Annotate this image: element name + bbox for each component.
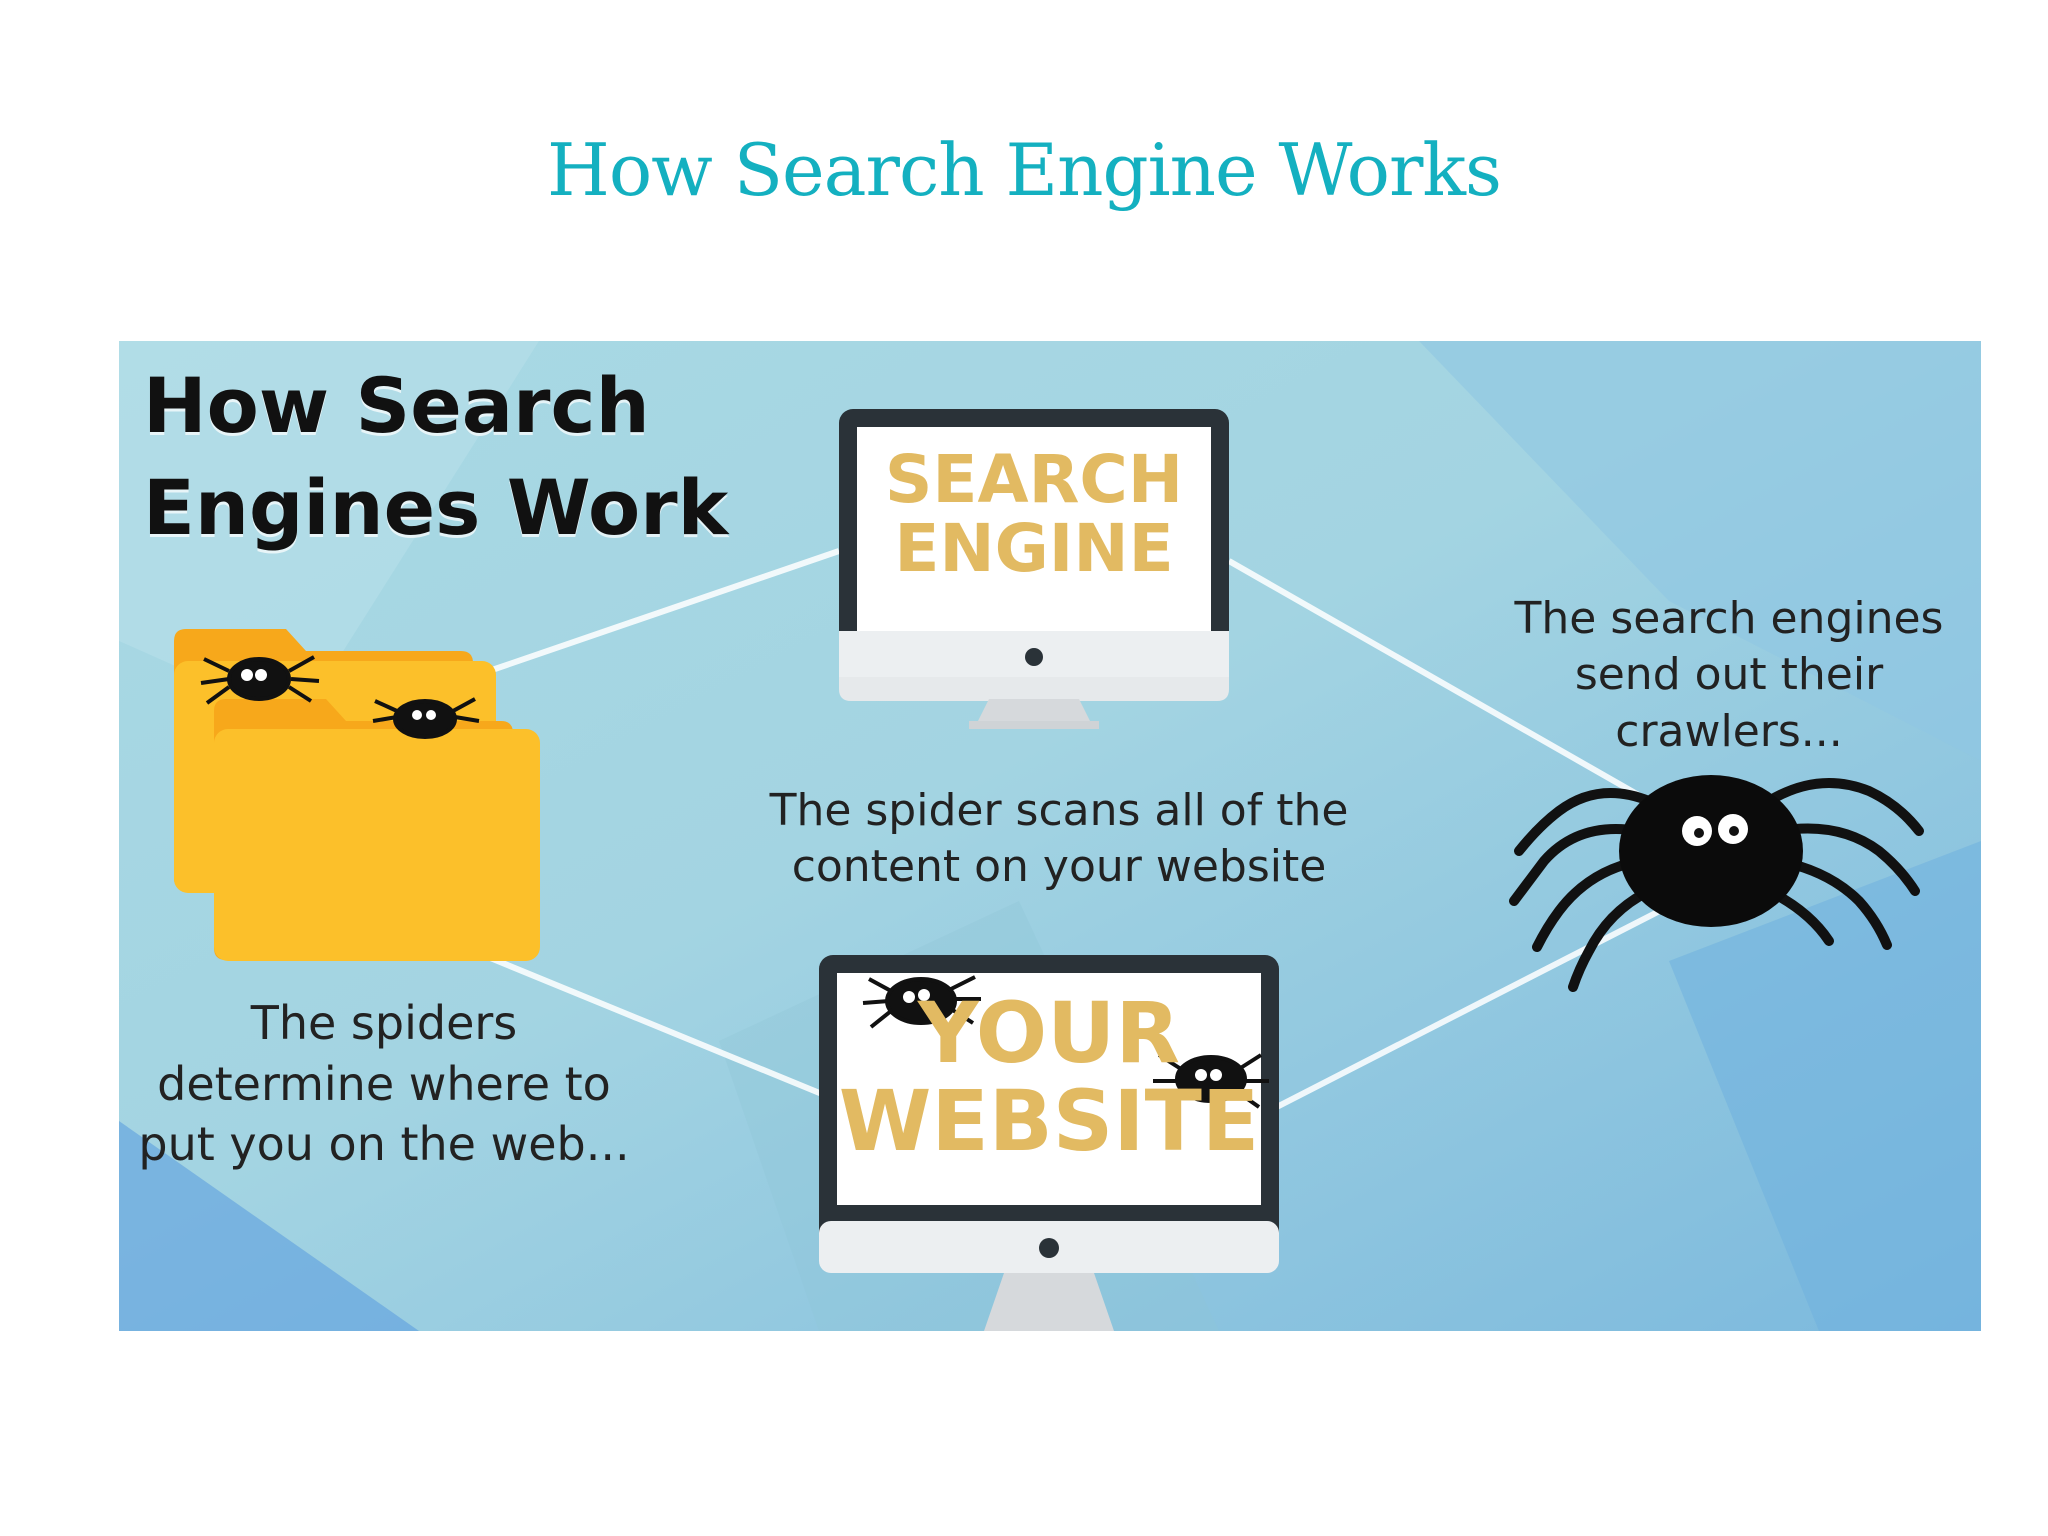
caption-line: send out their	[1479, 647, 1979, 703]
caption-line: determine where to	[129, 1054, 639, 1115]
website-line: YOUR	[837, 989, 1261, 1077]
your-website-label: YOUR WEBSITE	[837, 989, 1261, 1165]
caption-line: The spiders	[129, 993, 639, 1054]
website-line: WEBSITE	[837, 1077, 1261, 1165]
search-engine-line: ENGINE	[857, 514, 1211, 583]
search-engine-line: SEARCH	[857, 445, 1211, 514]
search-engine-label: SEARCH ENGINE	[857, 445, 1211, 584]
infographic-heading: How Search Engines Work	[143, 355, 863, 559]
slide-title: How Search Engine Works	[0, 128, 2048, 212]
heading-line: Engines Work	[143, 457, 863, 559]
caption-line: put you on the web...	[129, 1114, 639, 1175]
crawlers-caption: The search engines send out their crawle…	[1479, 591, 1979, 760]
spider-icon	[201, 657, 319, 703]
infographic-panel: How Search Engines Work SEARCH ENGINE YO…	[119, 341, 1981, 1331]
scan-caption: The spider scans all of the content on y…	[679, 783, 1439, 896]
caption-line: The search engines	[1479, 591, 1979, 647]
caption-line: content on your website	[679, 839, 1439, 895]
caption-line: crawlers...	[1479, 704, 1979, 760]
determine-caption: The spiders determine where to put you o…	[129, 993, 639, 1175]
heading-line: How Search	[143, 355, 863, 457]
caption-line: The spider scans all of the	[679, 783, 1439, 839]
